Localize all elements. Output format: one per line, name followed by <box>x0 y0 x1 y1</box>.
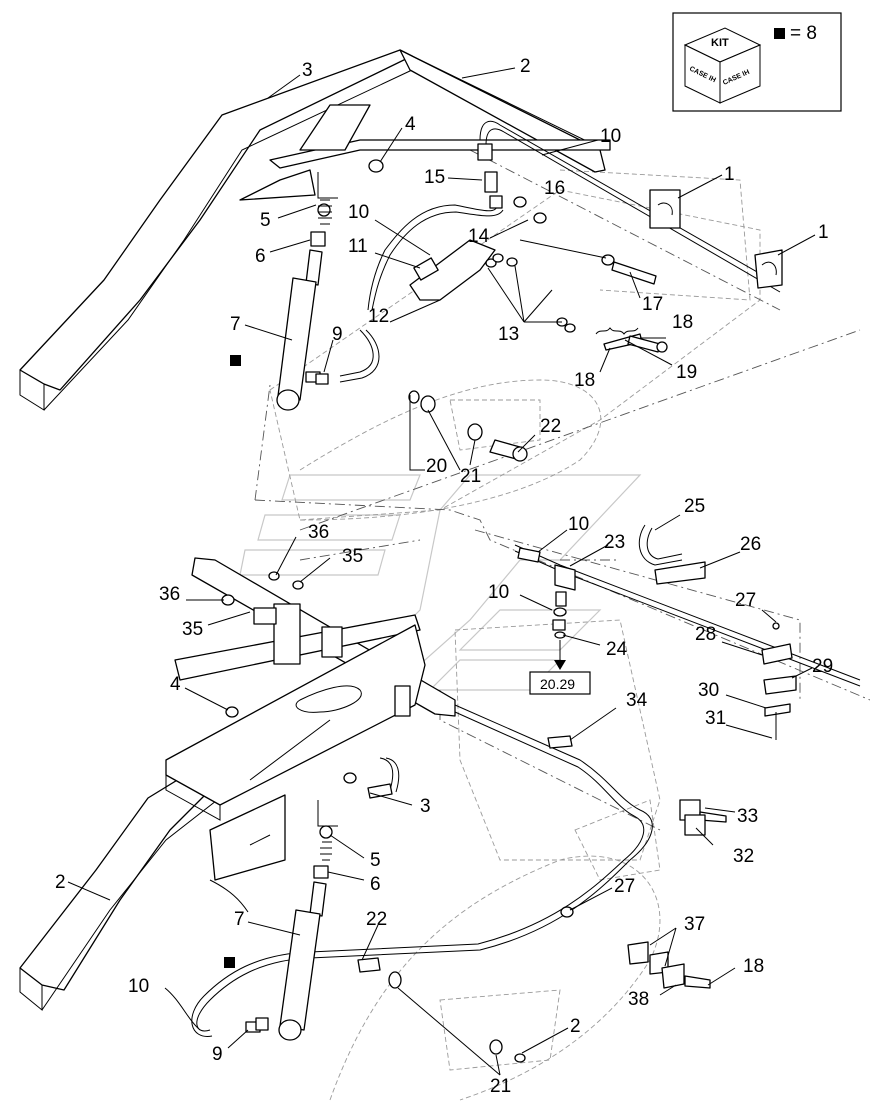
callout-37: 37 <box>684 914 705 935</box>
callout-2-top: 2 <box>520 56 531 77</box>
callout-3-lower: 3 <box>420 796 431 817</box>
callout-34: 34 <box>626 690 648 711</box>
lower-mount-plate <box>165 624 426 913</box>
callout-26: 26 <box>740 534 761 555</box>
callout-9-lower: 9 <box>212 1044 223 1065</box>
callout-10-lower: 10 <box>128 976 149 997</box>
reference-box[interactable]: 20.29 <box>529 640 591 695</box>
reference-box-label: 20.29 <box>540 676 575 692</box>
callout-22-top: 22 <box>540 416 561 437</box>
kit-legend-value: = 8 <box>790 23 817 44</box>
callout-6-lower: 6 <box>370 874 381 895</box>
callout-3-top: 3 <box>302 60 313 81</box>
callout-20: 20 <box>426 456 447 477</box>
lower-parts <box>357 524 797 1063</box>
upper-frame-tube <box>19 49 611 411</box>
callout-15: 15 <box>424 167 445 188</box>
callout-4-top: 4 <box>405 114 416 135</box>
callout-1-a: 1 <box>724 164 735 185</box>
callout-35-a: 35 <box>342 546 363 567</box>
callout-35-b: 35 <box>182 619 203 640</box>
callout-11: 11 <box>348 236 368 257</box>
callout-38: 38 <box>628 989 649 1010</box>
lower-hinge-brackets <box>221 571 411 784</box>
callout-12: 12 <box>368 306 389 327</box>
clamp-bracket-1 <box>649 189 783 289</box>
callout-9-top: 9 <box>332 324 343 345</box>
callout-numbers: 1 1 2 3 4 5 6 7 9 10 10 11 12 13 14 15 1… <box>55 56 833 1097</box>
kit-legend: KIT CASE IH CASE IH = 8 <box>672 12 842 112</box>
fitting-15 <box>477 143 503 209</box>
callout-28: 28 <box>695 624 716 645</box>
callout-30: 30 <box>698 680 719 701</box>
callout-5-lower: 5 <box>370 850 381 871</box>
callout-1-b: 1 <box>818 222 829 243</box>
callout-18-lower: 18 <box>743 956 764 977</box>
callout-21-top: 21 <box>460 466 481 487</box>
callout-36-a: 36 <box>308 522 329 543</box>
callout-33: 33 <box>737 806 758 827</box>
callout-18-b: 18 <box>574 370 595 391</box>
callout-22-lower: 22 <box>366 909 387 930</box>
callout-31: 31 <box>705 708 726 729</box>
callout-5-top: 5 <box>260 210 271 231</box>
kit-marker-upper <box>230 355 241 366</box>
callout-25: 25 <box>684 496 705 517</box>
callout-4-lower: 4 <box>170 674 181 695</box>
callout-24: 24 <box>606 639 628 660</box>
callout-10-top-b: 10 <box>348 202 369 223</box>
kit-marker-square <box>774 28 785 39</box>
callout-17: 17 <box>642 294 663 315</box>
callout-16: 16 <box>544 178 565 199</box>
callout-10-mid-a: 10 <box>568 514 589 535</box>
valve-bracket <box>409 239 496 301</box>
leader-lines <box>67 67 816 1076</box>
upper-fasteners <box>368 159 668 462</box>
callout-29: 29 <box>812 656 833 677</box>
gas-strut-upper <box>276 199 332 411</box>
callout-36-b: 36 <box>159 584 180 605</box>
callout-18-a: 18 <box>672 312 693 333</box>
callout-7-lower: 7 <box>234 909 245 930</box>
kit-marker-lower <box>224 957 235 968</box>
background-machine-outline <box>269 169 761 1101</box>
kit-label: KIT <box>711 37 729 49</box>
callout-10-top-a: 10 <box>600 126 621 147</box>
callout-10-mid-b: 10 <box>488 582 509 603</box>
callout-2-lower-left: 2 <box>55 872 66 893</box>
callout-2-lower-right: 2 <box>570 1016 581 1037</box>
callout-32: 32 <box>733 846 754 867</box>
callout-13: 13 <box>498 324 519 345</box>
callout-23: 23 <box>604 532 625 553</box>
callout-14: 14 <box>468 226 490 247</box>
callout-27-right: 27 <box>735 590 756 611</box>
callout-21-lower: 21 <box>490 1076 511 1097</box>
callout-27-lower: 27 <box>614 876 635 897</box>
callout-7-top: 7 <box>230 314 241 335</box>
upper-hydraulic-line <box>339 120 781 383</box>
callout-6-top: 6 <box>255 246 266 267</box>
callout-19: 19 <box>676 362 697 383</box>
